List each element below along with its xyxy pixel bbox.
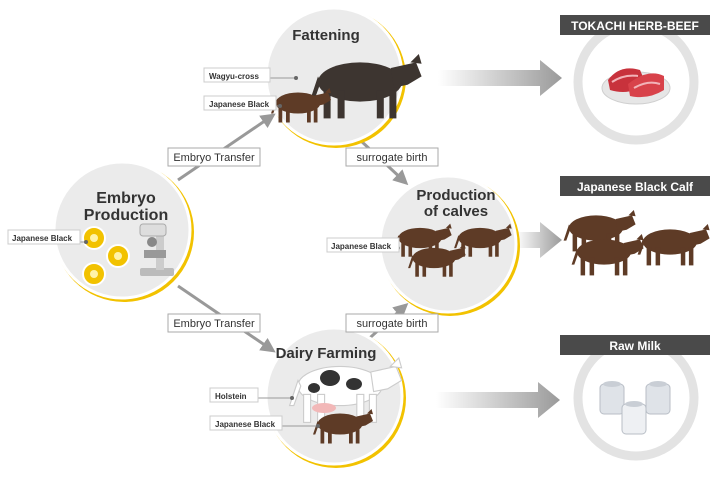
edge-label-box-1 <box>167 147 261 167</box>
calves-label-japanese-black: Japanese Black <box>331 242 392 251</box>
calf-title-band <box>560 176 710 196</box>
milk-title-band <box>560 335 710 355</box>
output-calf: Japanese Black Calf <box>560 176 710 276</box>
arrow-to-beef <box>438 60 562 96</box>
beef-steak-icon <box>601 68 671 105</box>
calf-title: Japanese Black Calf <box>577 180 694 194</box>
node-production-of-calves: Production of calves Japanese Black <box>326 174 520 316</box>
edge-label-box-2 <box>167 313 261 333</box>
edge-label-surrogate-birth-top: surrogate birth <box>357 152 428 164</box>
node-fattening: Fattening Wagyu-cross Japanese Black <box>203 6 422 148</box>
calves-title-line1: Production <box>416 187 495 204</box>
node-embryo-production: Embryo Production Japanese Black <box>7 160 194 302</box>
dairy-title: Dairy Farming <box>276 345 377 362</box>
calves-title-line2: of calves <box>424 203 488 220</box>
milk-circle <box>573 335 699 461</box>
edge-label-box-4 <box>345 313 439 333</box>
edge-label-box-3 <box>345 147 439 167</box>
dairy-label-holstein: Holstein <box>215 392 247 401</box>
fattening-title: Fattening <box>292 27 360 44</box>
fattening-label-wagyu-cross: Wagyu-cross <box>209 72 259 81</box>
milk-title: Raw Milk <box>609 339 661 353</box>
holstein-cow-icon <box>288 357 403 424</box>
node-dairy-farming: Dairy Farming Holstein Japanese Black <box>209 326 406 468</box>
embryo-title-line1: Embryo <box>96 190 156 207</box>
microscope-icon <box>139 223 174 276</box>
fattening-label-japanese-black: Japanese Black <box>209 100 270 109</box>
output-arrows <box>436 60 562 418</box>
beef-title: TOKACHI HERB-BEEF <box>571 19 699 33</box>
arrow-to-calf <box>516 222 562 258</box>
edge-label-surrogate-birth-bottom: surrogate birth <box>357 318 428 330</box>
embryo-cells-icon <box>82 226 130 286</box>
milk-can-icon <box>599 381 671 435</box>
embryo-label-japanese-black: Japanese Black <box>12 234 73 243</box>
embryo-title-line2: Production <box>84 207 168 224</box>
output-beef: TOKACHI HERB-BEEF <box>560 15 710 145</box>
edge-label-embryo-transfer-bottom: Embryo Transfer <box>173 318 255 330</box>
beef-title-band <box>560 15 710 35</box>
output-calf-icon-3 <box>637 224 710 266</box>
output-milk: Raw Milk <box>560 335 710 461</box>
edge-label-embryo-transfer-top: Embryo Transfer <box>173 152 255 164</box>
arrow-to-milk <box>436 382 560 418</box>
dairy-label-japanese-black: Japanese Black <box>215 420 276 429</box>
edge-labels: Embryo Transfer Embryo Transfer surrogat… <box>167 147 439 333</box>
